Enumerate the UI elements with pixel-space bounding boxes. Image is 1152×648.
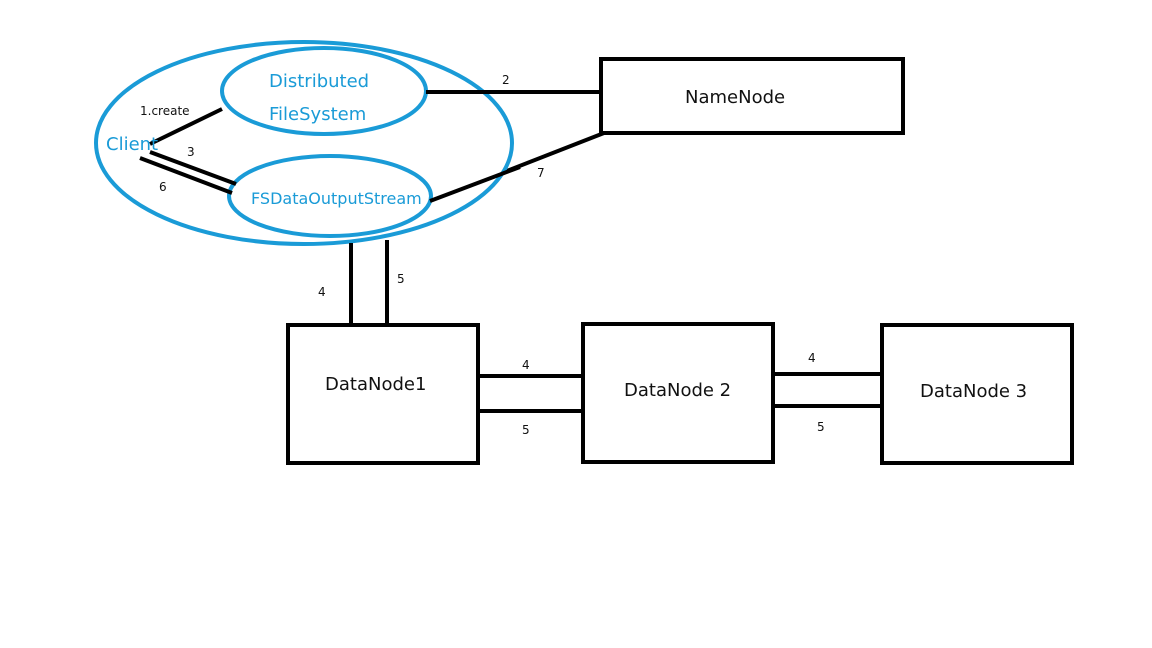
step-label-5-dn23: 5: [817, 420, 825, 434]
output-stream-ellipse: [227, 154, 433, 238]
datanode2-box: [581, 322, 775, 464]
dfs-label-line1: Distributed: [269, 71, 369, 92]
step-label-create: 1.create: [140, 104, 190, 118]
step-label-6: 6: [159, 180, 167, 194]
namenode-label: NameNode: [685, 87, 785, 108]
dfs-label-line2: FileSystem: [269, 104, 366, 125]
step-label-4-dn12: 4: [522, 358, 530, 372]
step-label-5-dn1: 5: [397, 272, 405, 286]
step-label-4-dn23: 4: [808, 351, 816, 365]
step-label-5-dn12: 5: [522, 423, 530, 437]
step-label-3: 3: [187, 145, 195, 159]
step-label-7: 7: [537, 166, 545, 180]
output-stream-label: FSDataOutputStream: [251, 189, 422, 208]
edge-client-stream-3-overlay: [149, 150, 237, 186]
datanode1-label: DataNode1: [325, 374, 426, 395]
datanode2-label: DataNode 2: [624, 380, 731, 401]
datanode1-box: [286, 323, 480, 465]
namenode-box: [599, 57, 905, 135]
edge-stream-namenode-overlay: [429, 165, 521, 203]
step-label-2: 2: [502, 73, 510, 87]
client-label: Client: [106, 134, 158, 155]
datanode3-box: [880, 323, 1074, 465]
edge-client-stream-6-overlay: [139, 156, 233, 195]
edge-client-create-overlay: [149, 107, 223, 146]
datanode3-label: DataNode 3: [920, 381, 1027, 402]
step-label-4-dn1: 4: [318, 285, 326, 299]
